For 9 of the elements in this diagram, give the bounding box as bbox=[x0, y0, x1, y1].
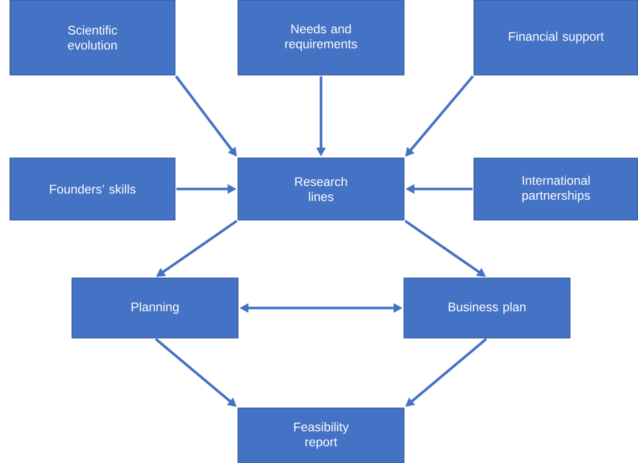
process-box: Needs and requirements bbox=[238, 0, 404, 76]
process-box: Scientific evolution bbox=[10, 0, 176, 76]
process-box: Business plan bbox=[404, 278, 570, 338]
process-box: Planning bbox=[72, 278, 238, 338]
process-box: International partnerships bbox=[474, 158, 638, 220]
process-box: Financial support bbox=[474, 0, 638, 76]
process-box: Founders’ skills bbox=[10, 158, 176, 220]
process-box: Research lines bbox=[238, 158, 404, 220]
process-box: Feasibility report bbox=[238, 408, 404, 463]
